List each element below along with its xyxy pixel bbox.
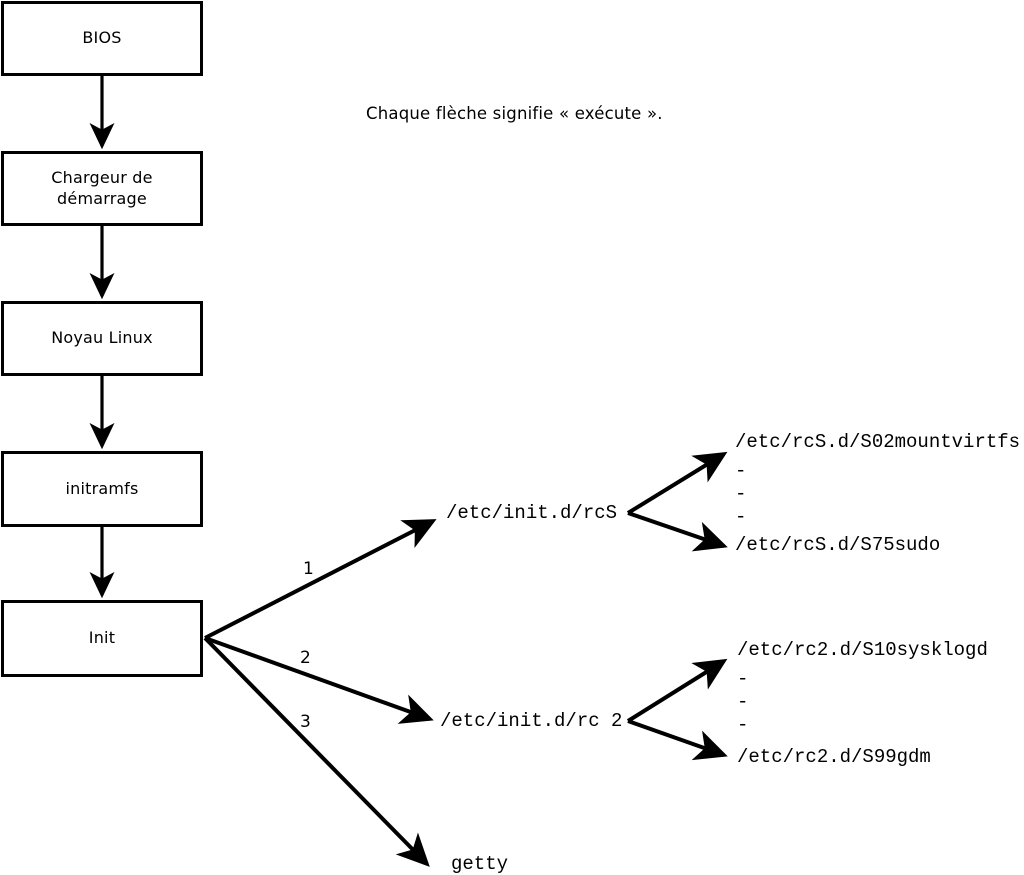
rc2-ellipsis-dot-3: - xyxy=(737,714,749,736)
node-bootloader[interactable]: Chargeur de démarrage xyxy=(1,151,203,226)
edge-init-to-rc2 xyxy=(204,636,434,724)
node-initramfs-label: initramfs xyxy=(65,478,139,498)
rc2-ellipsis-dot-1: - xyxy=(737,668,749,690)
rcs-ellipsis-dot-1: - xyxy=(735,460,747,482)
node-bootloader-label-line2: démarrage xyxy=(57,188,147,208)
edge-label-2: 2 xyxy=(300,648,311,668)
node-kernel[interactable]: Noyau Linux xyxy=(1,301,203,376)
label-getty[interactable]: getty xyxy=(451,853,509,875)
rc2-ellipsis: - - - xyxy=(737,668,748,737)
edge-label-3: 3 xyxy=(300,712,311,732)
node-initramfs[interactable]: initramfs xyxy=(1,451,203,527)
label-rcs-child-last[interactable]: /etc/rcS.d/S75sudo xyxy=(735,534,941,556)
rcs-ellipsis-dot-2: - xyxy=(735,483,747,505)
edge-rcs-to-first xyxy=(626,451,728,515)
edge-rcs-to-last xyxy=(627,511,728,552)
node-init-label: Init xyxy=(88,628,116,648)
node-bootloader-label-line1: Chargeur de xyxy=(51,168,153,188)
label-rcs-script[interactable]: /etc/init.d/rcS xyxy=(446,502,618,524)
node-init[interactable]: Init xyxy=(1,600,203,677)
node-kernel-label: Noyau Linux xyxy=(51,328,153,348)
rc2-ellipsis-dot-2: - xyxy=(737,691,749,713)
edge-label-1: 1 xyxy=(303,559,314,579)
rcs-ellipsis-dot-3: - xyxy=(735,506,747,528)
edge-init-to-rcs xyxy=(204,519,437,640)
diagram-caption: Chaque flèche signifie « exécute ». xyxy=(366,104,663,123)
label-rc2-child-first[interactable]: /etc/rc2.d/S10sysklogd xyxy=(737,639,988,661)
rcs-ellipsis: - - - xyxy=(735,460,746,529)
label-rc2-script[interactable]: /etc/init.d/rc 2 xyxy=(440,710,623,732)
label-rc2-child-last[interactable]: /etc/rc2.d/S99gdm xyxy=(737,746,931,768)
edge-rc2-to-first xyxy=(626,658,728,723)
edge-init-to-getty xyxy=(203,636,430,867)
edge-rc2-to-last xyxy=(627,719,728,761)
node-bios[interactable]: BIOS xyxy=(1,1,203,76)
node-bios-label: BIOS xyxy=(82,28,122,48)
label-rcs-child-first[interactable]: /etc/rcS.d/S02mountvirtfs xyxy=(735,431,1021,453)
